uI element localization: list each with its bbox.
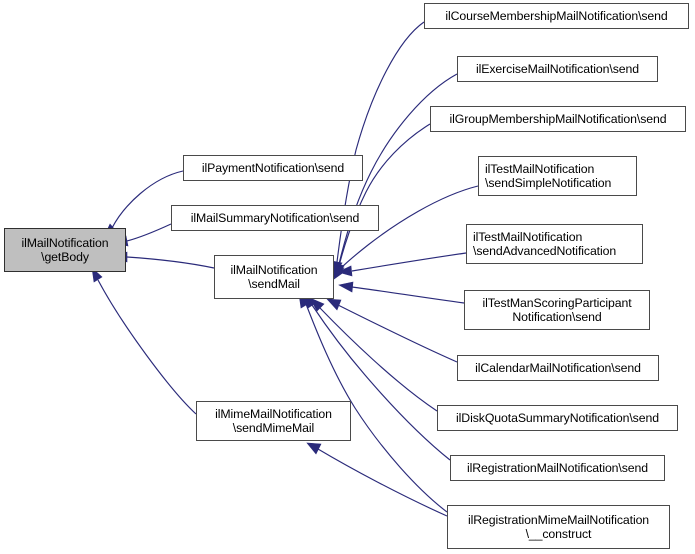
node-label-line: ilMimeMailNotification (215, 406, 332, 421)
node-ilmailnotification-sendmail[interactable]: ilMailNotification \sendMail (214, 255, 334, 299)
node-ilmailnotification-getbody[interactable]: ilMailNotification \getBody (4, 228, 126, 272)
edge-mimemail-to-getbody (91, 267, 197, 415)
node-ilmailsummarynotification-send[interactable]: ilMailSummaryNotification\send (171, 205, 379, 231)
node-ilgroupmembershipmailnotification-send[interactable]: ilGroupMembershipMailNotification\send (430, 106, 686, 132)
node-label-line: ilMailNotification (21, 235, 109, 250)
node-label-line: \getBody (41, 250, 89, 264)
node-iltestmailnotification-sendadvancednotification[interactable]: ilTestMailNotification \sendAdvancedNoti… (466, 224, 643, 264)
node-ilexercisemailnotification-send[interactable]: ilExerciseMailNotification\send (457, 56, 658, 82)
node-label-line: \sendAdvancedNotification (473, 244, 617, 258)
node-label-line: ilRegistrationMailNotification\send (466, 460, 649, 475)
node-label-line: ilRegistrationMimeMailNotification (467, 512, 650, 527)
node-label-line: ilTestMailNotification (473, 229, 583, 244)
node-label-line: Notification\send (512, 310, 602, 324)
edge-diskquota-to-sendmail (309, 297, 438, 412)
node-label-line: ilTestManScoringParticipant (482, 295, 632, 310)
node-label-line: \sendSimpleNotification (485, 176, 612, 190)
node-label-line: ilGroupMembershipMailNotification\send (449, 111, 667, 126)
node-label-line: ilDiskQuotaSummaryNotification\send (456, 410, 659, 425)
node-label-line: \__construct (525, 527, 592, 541)
edge-groupmembership-to-sendmail (333, 123, 431, 278)
node-label-line: ilCalendarMailNotification\send (475, 360, 641, 375)
node-label-line: \sendMimeMail (232, 421, 315, 435)
node-ilregistrationmimemailnotification-construct[interactable]: ilRegistrationMimeMailNotification \__co… (447, 505, 670, 549)
node-ilcalendarmailnotification-send[interactable]: ilCalendarMailNotification\send (457, 355, 659, 381)
edge-testadvanced-to-sendmail (337, 252, 467, 277)
node-iltestmailnotification-sendsimplenotification[interactable]: ilTestMailNotification \sendSimpleNotifi… (478, 156, 637, 196)
edge-calendar-to-sendmail (326, 298, 458, 363)
node-label-line: ilMailNotification (230, 262, 318, 277)
node-ildiskquotasummarynotification-send[interactable]: ilDiskQuotaSummaryNotification\send (437, 405, 678, 431)
node-iltestmanscoringparticipantnotification-send[interactable]: ilTestManScoringParticipant Notification… (464, 290, 650, 330)
node-ilmimemailnotification-sendmimemail[interactable]: ilMimeMailNotification \sendMimeMail (196, 401, 351, 441)
node-ilregistrationmailnotification-send[interactable]: ilRegistrationMailNotification\send (450, 455, 665, 481)
node-label-line: \sendMail (248, 277, 300, 291)
node-ilcoursemembershipmailnotification-send[interactable]: ilCourseMembershipMailNotification\send (424, 3, 689, 29)
edge-registrationmime-to-mimemail (306, 442, 448, 517)
node-label-line: ilPaymentNotification\send (201, 160, 345, 175)
node-ilpaymentnotification-send[interactable]: ilPaymentNotification\send (183, 155, 363, 181)
node-label-line: ilExerciseMailNotification\send (476, 61, 639, 76)
node-label-line: ilTestMailNotification (485, 161, 595, 176)
edge-sendmail-to-getbody (113, 251, 215, 269)
node-label-line: ilCourseMembershipMailNotification\send (445, 8, 668, 23)
node-label-line: ilMailSummaryNotification\send (190, 210, 360, 225)
edge-testsimple-to-sendmail (333, 185, 479, 280)
edge-testmanscoring-to-sendmail (338, 281, 465, 304)
